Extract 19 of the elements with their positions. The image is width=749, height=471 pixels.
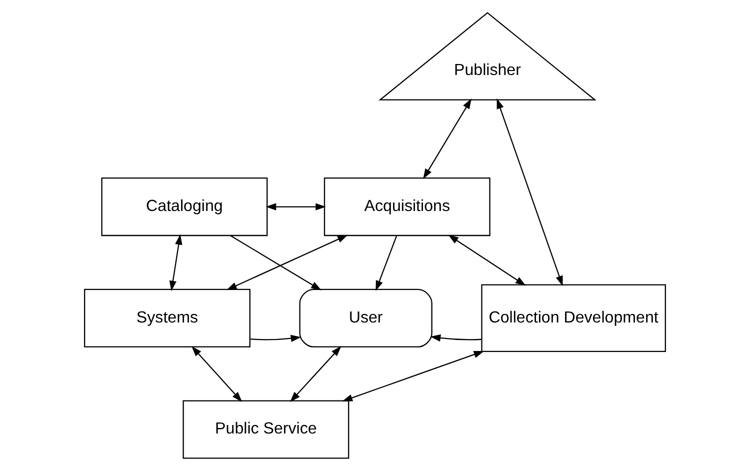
arrow [230, 235, 321, 290]
node-box: Collection Development [480, 284, 666, 352]
arrow [168, 234, 182, 292]
node-box: Public Service [182, 400, 349, 459]
arrow [250, 334, 301, 342]
arrow [191, 346, 242, 402]
node-box: Acquisitions [323, 178, 490, 236]
arrow [226, 234, 348, 290]
arrow [496, 98, 562, 286]
node-box: Systems [84, 288, 250, 348]
arrow [430, 334, 482, 342]
node-box: Cataloging [100, 178, 268, 236]
arrow [422, 98, 472, 180]
arrow [375, 236, 397, 292]
arrow [342, 350, 484, 402]
arrow [448, 234, 526, 286]
arrow [265, 203, 326, 210]
node-box: User [298, 288, 432, 348]
arrow [290, 346, 341, 402]
